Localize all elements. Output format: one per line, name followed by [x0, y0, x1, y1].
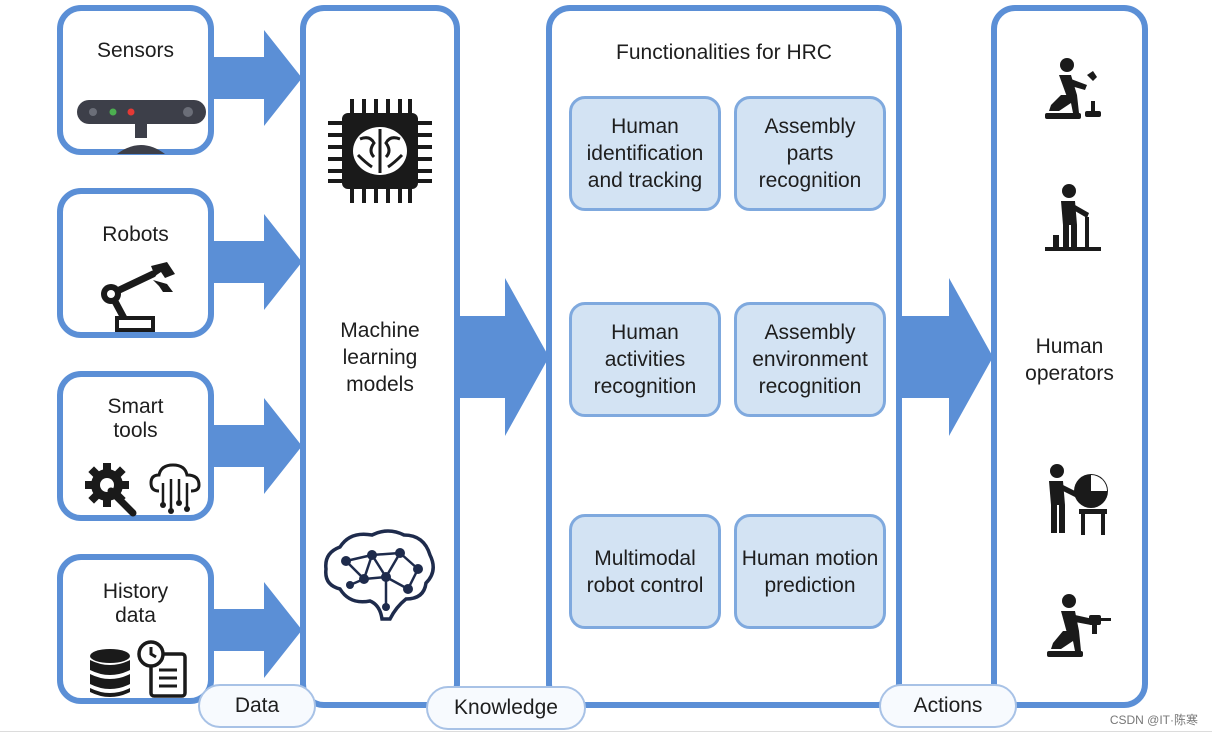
- robots-panel: Robots: [57, 188, 214, 338]
- cloud-circuit-icon: [149, 463, 201, 514]
- history-data-label: History data: [102, 580, 169, 627]
- arrow-functionalities-to-operators: [899, 278, 993, 436]
- database-icon: [90, 649, 130, 697]
- human-operators-panel: Human operators: [991, 5, 1148, 708]
- depth-camera-icon: [77, 100, 206, 154]
- human-operators-label: Human operators: [1025, 335, 1114, 385]
- sensors-panel: Sensors: [57, 5, 214, 155]
- arrow-robots-to-ml: [212, 214, 302, 310]
- arrow-sensors-to-ml: [212, 30, 302, 126]
- worker-with-drill-icon: [1047, 594, 1111, 657]
- arrow-tools-to-ml: [212, 398, 302, 494]
- worker-at-machine-icon: [1049, 464, 1108, 535]
- func-assembly-parts: Assembly parts recognition: [734, 96, 886, 211]
- kneeling-worker-icon: [1045, 58, 1101, 119]
- ml-models-label: Machine learning models: [340, 319, 420, 396]
- func-assembly-environment: Assembly environment recognition: [734, 302, 886, 417]
- functionalities-panel: Functionalities for HRC Human identifica…: [546, 5, 902, 708]
- robot-arm-icon: [101, 262, 175, 332]
- standing-worker-icon: [1045, 184, 1101, 251]
- gear-wrench-icon: [85, 463, 137, 517]
- robots-label: Robots: [102, 223, 169, 246]
- arrow-history-to-ml: [212, 582, 302, 678]
- actions-label: Actions: [879, 684, 1017, 728]
- neural-brain-icon: [324, 529, 435, 621]
- watermark: CSDN @IT·陈寒: [1109, 713, 1198, 727]
- func-human-activities: Human activities recognition: [569, 302, 721, 417]
- data-label: Data: [198, 684, 316, 728]
- functionalities-title: Functionalities for HRC: [616, 41, 832, 64]
- func-human-motion-prediction: Human motion prediction: [734, 514, 886, 629]
- func-human-identification: Human identification and tracking: [569, 96, 721, 211]
- bottom-divider: [0, 731, 1212, 732]
- clock-document-icon: [137, 640, 187, 698]
- func-multimodal-robot-control: Multimodal robot control: [569, 514, 721, 629]
- smart-tools-label: Smart tools: [107, 395, 164, 442]
- ai-chip-icon: [328, 99, 432, 203]
- arrow-ml-to-functionalities: [457, 278, 549, 436]
- history-data-panel: History data: [57, 554, 214, 704]
- ml-models-panel: Machine learning models: [300, 5, 460, 708]
- knowledge-label: Knowledge: [426, 686, 586, 730]
- smart-tools-panel: Smart tools: [57, 371, 214, 521]
- sensors-label: Sensors: [96, 39, 175, 62]
